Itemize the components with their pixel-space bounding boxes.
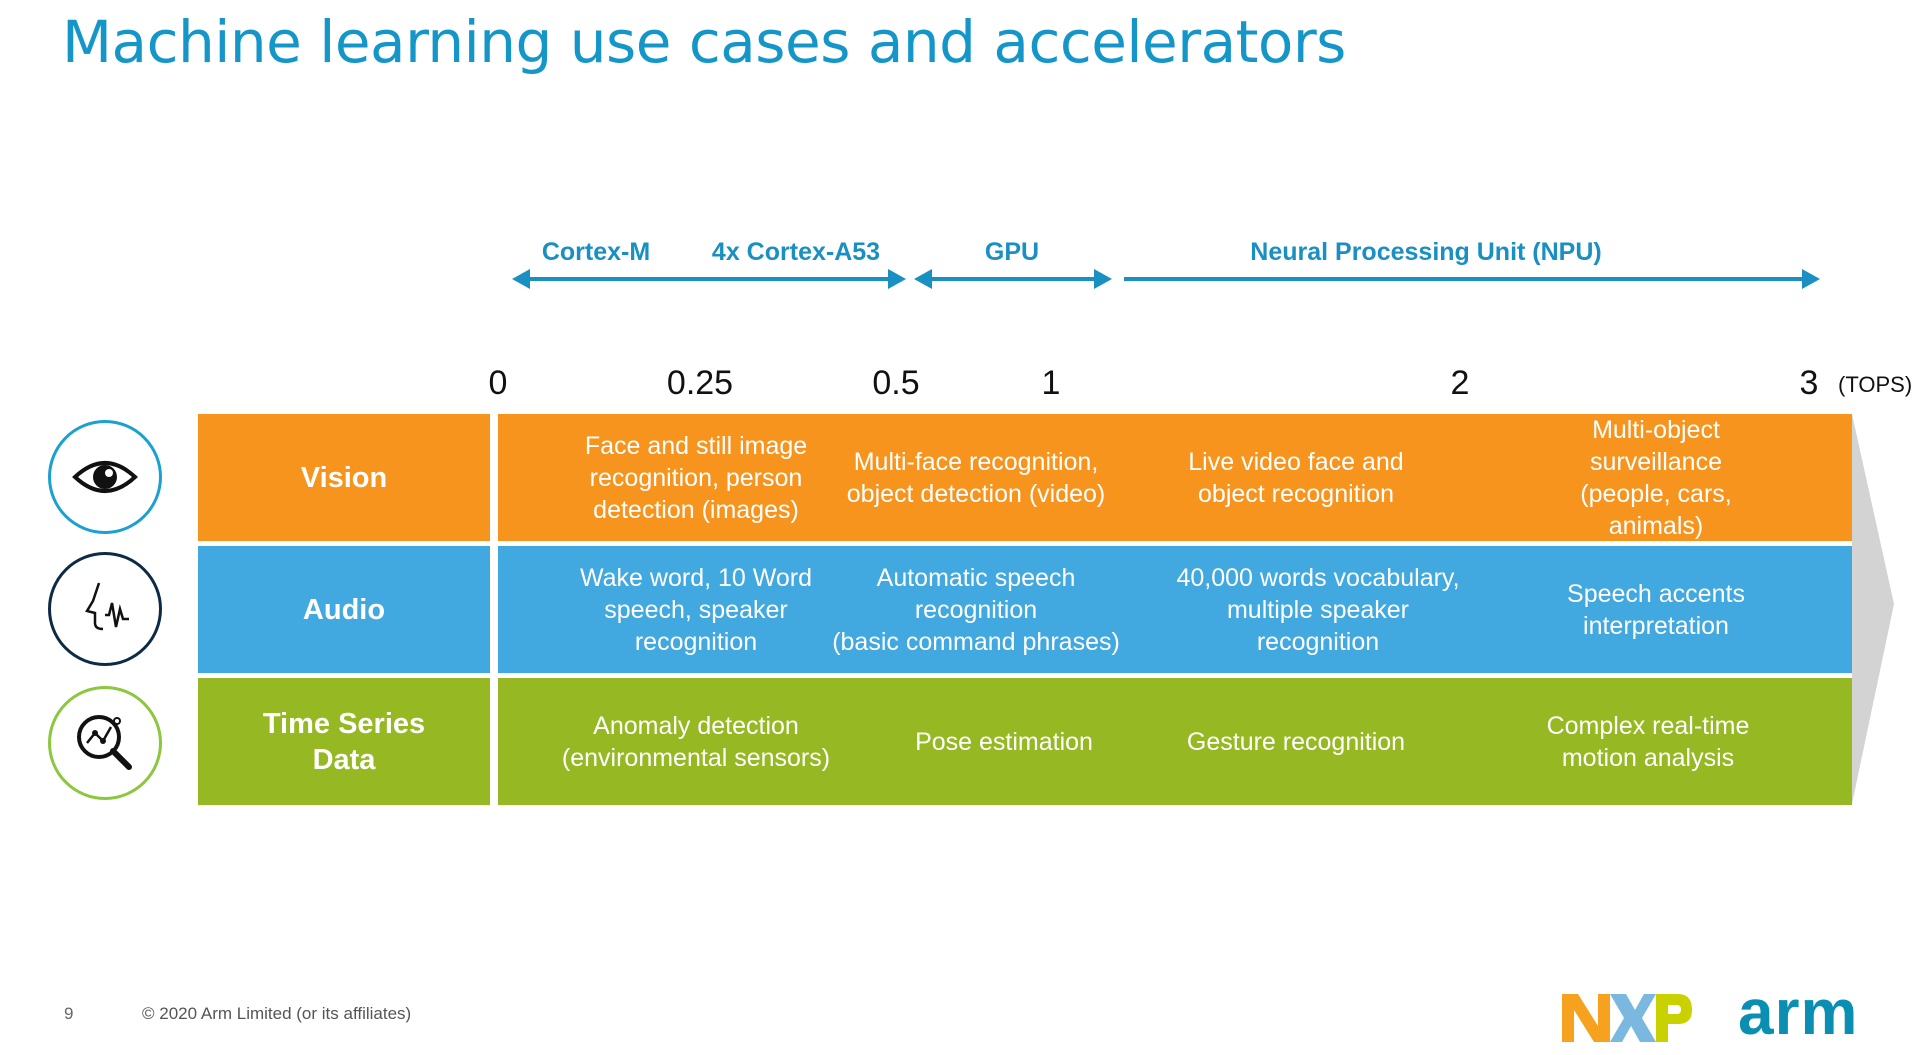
cell-audio-1: Wake word, 10 Word speech, speaker recog… — [579, 563, 813, 656]
row-label-vision: Vision — [198, 414, 490, 541]
row-label-audio: Audio — [198, 546, 490, 673]
cell-time-series-1: Anomaly detection (environmental sensors… — [561, 711, 831, 772]
arrow-cpu — [512, 269, 906, 289]
cell-time-series-2: Pose estimation — [915, 727, 1093, 756]
nxp-logo — [1560, 992, 1692, 1049]
analytics-magnifier-icon — [77, 715, 132, 770]
row-body-time-series: Anomaly detection (environmental sensors… — [498, 678, 1852, 805]
cell-vision-2: Multi-face recognition, object detection… — [846, 447, 1106, 508]
shadow-wedge — [1852, 414, 1894, 804]
scale-tick-0: 0 — [488, 364, 508, 402]
copyright: © 2020 Arm Limited (or its affiliates) — [142, 1004, 412, 1023]
cell-audio-3: 40,000 words vocabulary, multiple speake… — [1176, 563, 1460, 656]
arrow-npu — [1124, 269, 1820, 289]
cell-audio-2: Automatic speech recognition (basic comm… — [832, 563, 1120, 656]
accel-label-gpu: GPU — [984, 238, 1040, 266]
vision-icon-badge — [48, 420, 162, 534]
row-time-series: Time Series Data Anomaly detection (envi… — [0, 678, 1920, 805]
voice-icon — [85, 582, 129, 631]
scale-tick-0-25: 0.25 — [666, 364, 734, 402]
accel-label-npu: Neural Processing Unit (NPU) — [1250, 238, 1602, 266]
accel-label-cortex-a53: 4x Cortex-A53 — [711, 238, 881, 266]
cell-audio-4: Speech accents interpretation — [1567, 579, 1745, 640]
arm-logo: arm — [1738, 976, 1859, 1048]
row-audio: Audio Wake word, 10 Word speech, speaker… — [0, 546, 1920, 673]
scale-tick-3: 3 — [1799, 364, 1819, 402]
cell-vision-1: Face and still image recognition, person… — [584, 431, 808, 524]
scale-tick-2: 2 — [1450, 364, 1470, 402]
audio-icon-badge — [48, 552, 162, 666]
row-vision: Vision Face and still image recognition,… — [0, 414, 1920, 541]
cell-vision-4: Multi-object surveillance (people, cars,… — [1580, 415, 1732, 540]
page-title: Machine learning use cases and accelerat… — [62, 8, 1346, 76]
row-body-vision: Face and still image recognition, person… — [498, 414, 1852, 541]
page-number: 9 — [64, 1004, 74, 1023]
scale-unit: (TOPS) — [1838, 372, 1913, 397]
eye-icon — [72, 461, 138, 493]
cell-time-series-3: Gesture recognition — [1186, 727, 1406, 756]
accel-label-cortex-m: Cortex-M — [541, 238, 651, 266]
row-label-time-series: Time Series Data — [198, 678, 490, 805]
scale-tick-1: 1 — [1041, 364, 1061, 402]
row-body-audio: Wake word, 10 Word speech, speaker recog… — [498, 546, 1852, 673]
cell-vision-3: Live video face and object recognition — [1188, 447, 1404, 508]
arrow-gpu — [914, 269, 1112, 289]
cell-time-series-4: Complex real-time motion analysis — [1546, 711, 1750, 772]
scale-tick-0-5: 0.5 — [872, 364, 920, 402]
time-series-icon-badge — [48, 686, 162, 800]
